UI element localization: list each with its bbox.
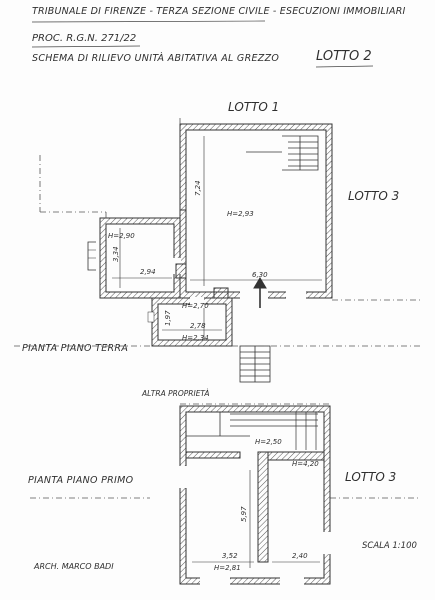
first-floor-height-1: H=2,50 [255,438,282,446]
entry-room-width: 2,78 [190,322,206,330]
pier-block [175,263,187,279]
first-floor-height-3: H=2,81 [214,564,241,572]
first-floor-height-2: H=4,20 [292,460,319,468]
ground-floor-plan [87,123,333,383]
header-underlines [31,20,374,68]
procedure-number: PROC. R.G.N. 271/22 [32,33,137,44]
lotto3-top-label: LOTTO 3 [348,189,400,203]
property-boundary-lines [14,118,420,499]
lotto1-label: LOTTO 1 [228,100,280,114]
first-floor-stair [230,412,318,450]
main-room-depth: 7,24 [194,180,202,196]
first-floor-depth: 5,97 [240,506,248,522]
door-swing [87,241,96,271]
scale-label: SCALA 1:100 [362,541,417,551]
lot-title: LOTTO 2 [316,49,372,64]
first-floor-title: PIANTA PIANO PRIMO [28,475,134,486]
first-floor-walls [179,405,331,585]
partition-wall [267,451,325,461]
court-header: TRIBUNALE DI FIRENZE - TERZA SEZIONE CIV… [32,6,406,17]
other-property-label: ALTRA PROPRIETÀ [142,389,210,398]
left-room-width: 2,94 [140,268,156,276]
survey-title: SCHEMA DI RILIEVO UNITÀ ABITATIVA AL GRE… [32,53,280,64]
first-floor-width-2: 2,40 [292,552,308,560]
pier-block [213,287,229,299]
entry-room-height: H=2,70 [182,302,209,310]
lotto3-bottom-label: LOTTO 3 [345,470,397,484]
left-room-height: H=2,90 [108,232,135,240]
first-floor-plan [179,405,331,585]
left-room-depth: 3,34 [112,246,120,262]
first-floor-width-1: 3,52 [222,552,238,560]
main-room-walls [179,123,333,299]
exterior-staircase [239,345,271,383]
entry-room-height-2: H=2,34 [182,334,209,342]
interior-staircase [246,135,319,171]
entry-room-depth: 1,97 [164,310,172,326]
main-room-width: 6,30 [252,271,268,279]
architect-signature: ARCH. MARCO BADI [34,562,114,571]
main-room-height: H=2,93 [227,210,254,218]
partition-wall [257,451,269,563]
partition-wall [185,451,241,459]
ground-floor-title: PIANTA PIANO TERRA [22,343,129,354]
